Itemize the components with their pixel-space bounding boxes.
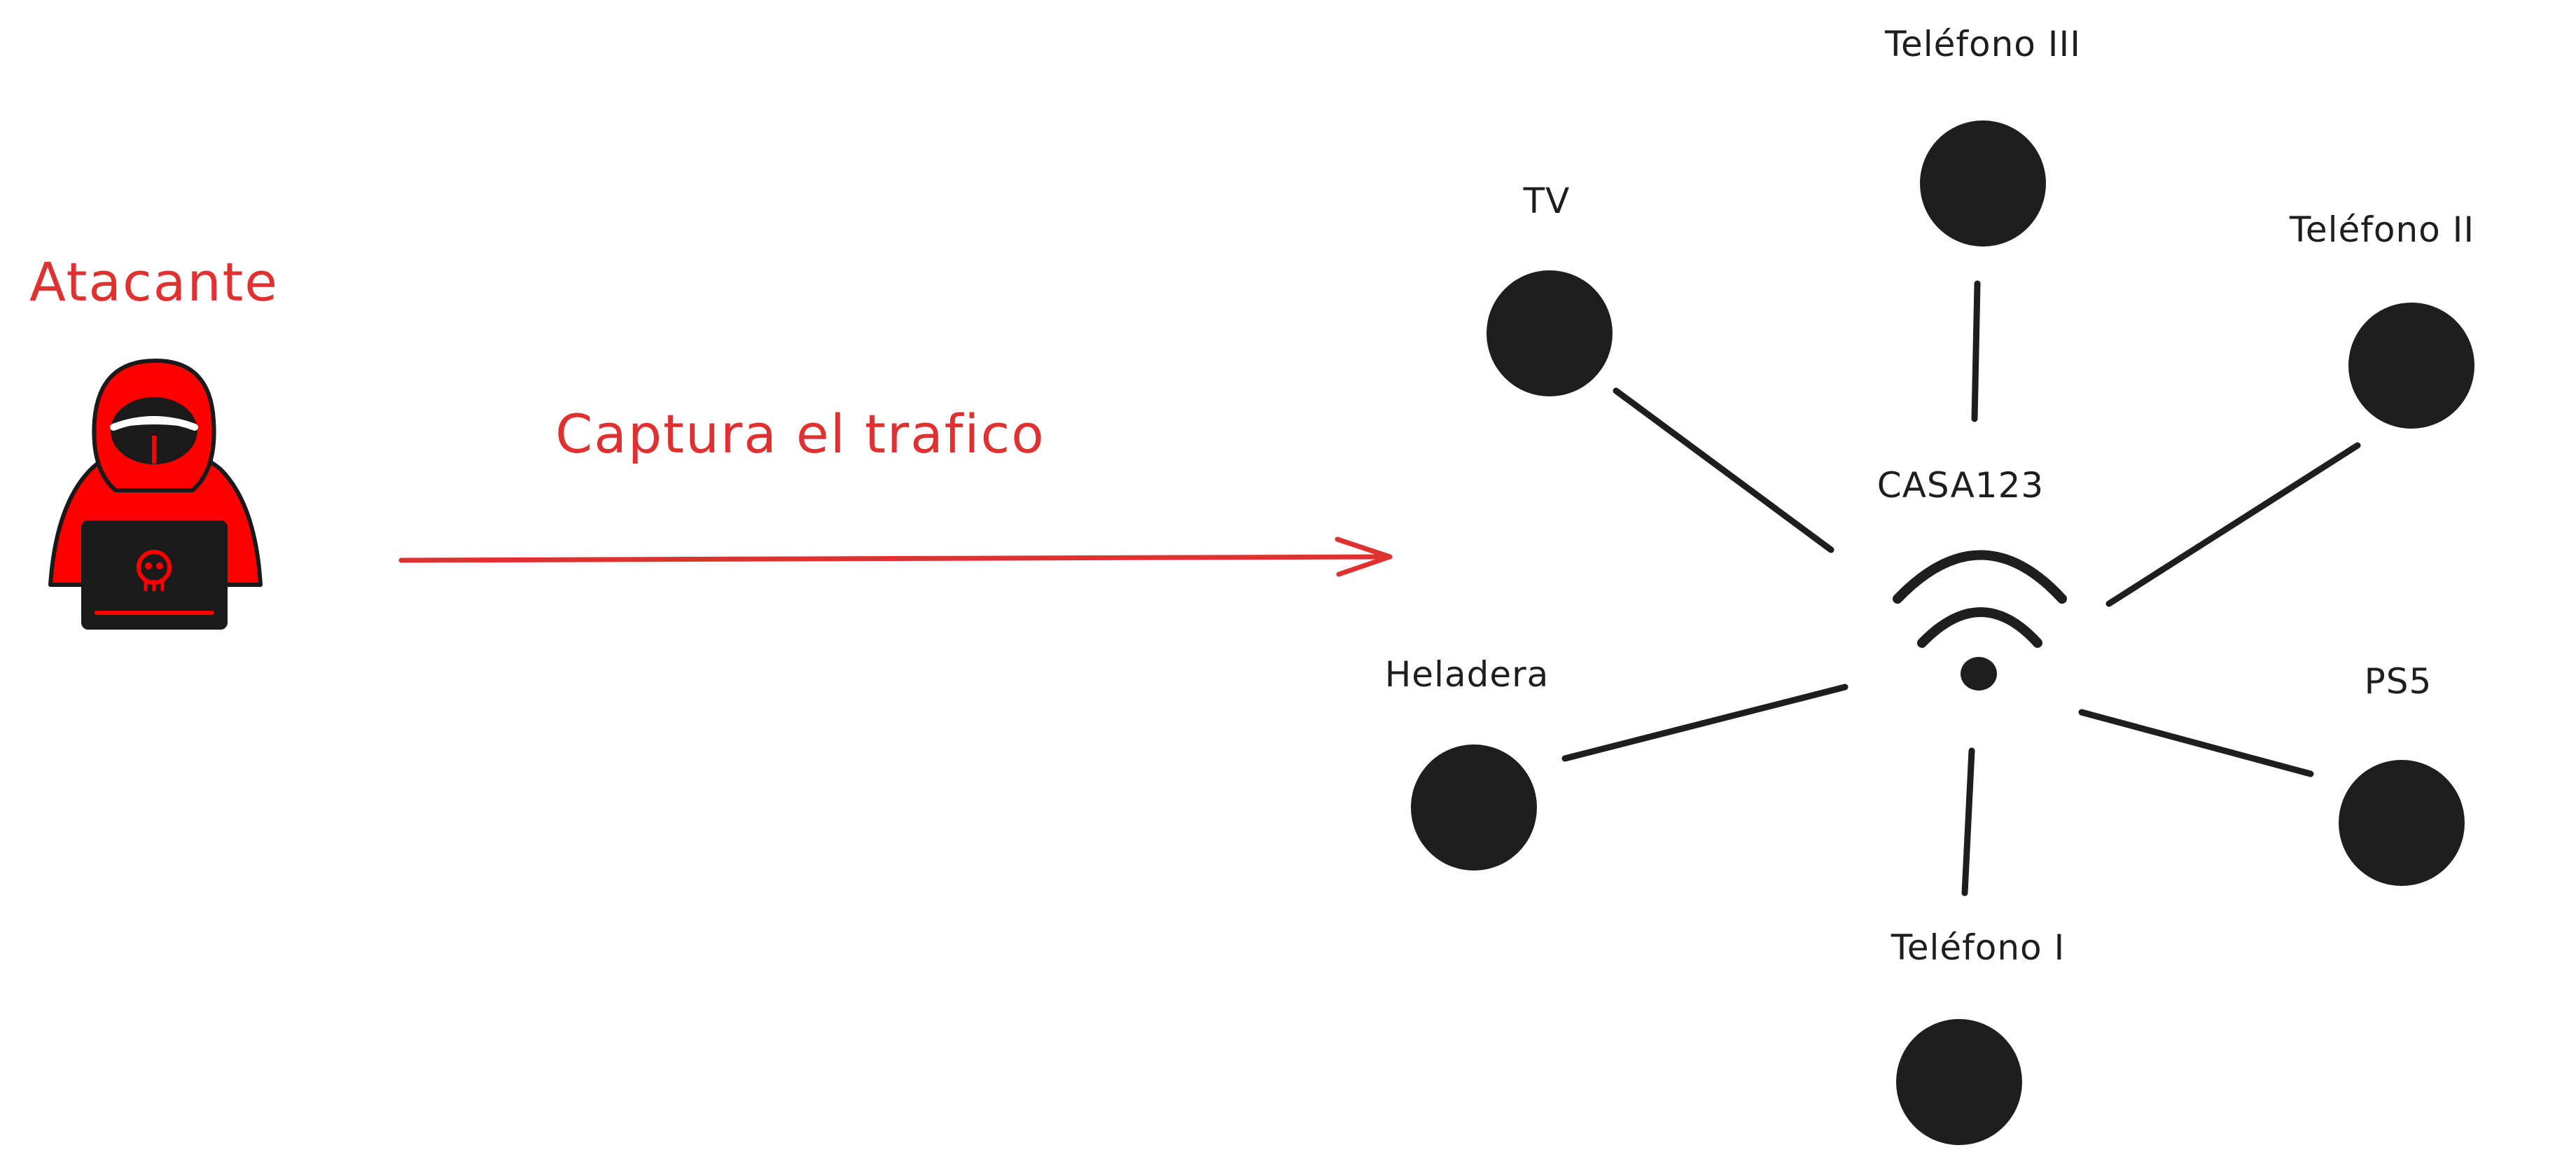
capture-label: Captura el trafico <box>555 403 1045 465</box>
node-tv <box>1487 270 1613 396</box>
node-fridge <box>1411 744 1537 871</box>
link-fridge <box>1561 684 1849 762</box>
wifi-icon <box>1893 550 2067 691</box>
connection-lines <box>1561 280 2361 896</box>
link-tv <box>1613 387 1834 553</box>
link-ps5 <box>2078 709 2314 777</box>
device-nodes <box>1411 120 2474 1145</box>
device-label-phone-1: Teléfono I <box>1891 927 2066 968</box>
attacker-label: Atacante <box>29 251 279 313</box>
node-ps5 <box>2339 760 2465 886</box>
device-label-ps5: PS5 <box>2364 661 2432 702</box>
link-phone-3 <box>1971 280 1981 422</box>
link-phone-1 <box>1961 747 1975 896</box>
router-label: CASA123 <box>1877 465 2045 506</box>
device-label-tv: TV <box>1523 181 1571 221</box>
skull-icon <box>137 550 172 592</box>
device-label-phone-3: Teléfono III <box>1884 24 2082 64</box>
node-phone-1 <box>1896 1019 2022 1145</box>
device-label-fridge: Heladera <box>1384 654 1550 695</box>
node-phone-3 <box>1920 120 2046 247</box>
hacker-icon <box>48 359 263 630</box>
capture-arrow <box>398 536 1393 577</box>
link-phone-2 <box>2105 442 2361 607</box>
node-phone-2 <box>2348 303 2474 429</box>
device-label-phone-2: Teléfono II <box>2289 209 2475 250</box>
